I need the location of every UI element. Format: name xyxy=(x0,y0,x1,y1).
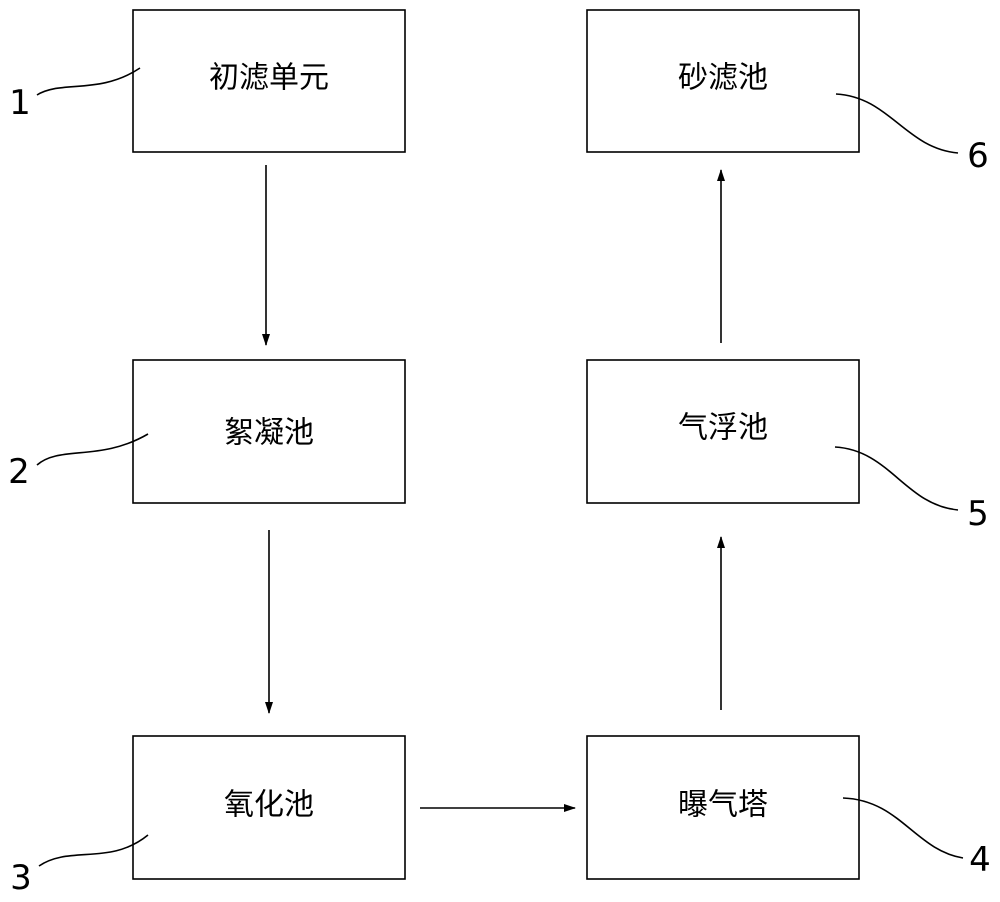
leader-line-6 xyxy=(835,93,959,154)
ref-number-5: 5 xyxy=(967,494,989,534)
ref-number-3: 3 xyxy=(10,858,32,898)
node-air-flotation-label: 气浮池 xyxy=(678,411,768,446)
node-flocculation-label: 絮凝池 xyxy=(224,416,314,451)
leader-line-3 xyxy=(38,834,149,867)
ref-number-4: 4 xyxy=(969,840,991,880)
node-sand-filter: 砂滤池 xyxy=(586,9,860,153)
ref-number-2: 2 xyxy=(8,452,30,492)
leader-line-5 xyxy=(834,446,959,511)
ref-number-1: 1 xyxy=(9,83,31,123)
leader-line-1 xyxy=(36,67,141,96)
node-oxidation-label: 氧化池 xyxy=(224,788,314,823)
node-initial-filter: 初滤单元 xyxy=(132,9,406,153)
leader-line-4 xyxy=(842,797,964,859)
node-air-flotation: 气浮池 xyxy=(586,359,860,504)
node-flocculation: 絮凝池 xyxy=(132,359,406,504)
node-oxidation: 氧化池 xyxy=(132,735,406,880)
ref-number-6: 6 xyxy=(967,136,989,176)
node-sand-filter-label: 砂滤池 xyxy=(678,61,768,96)
node-aeration-label: 曝气塔 xyxy=(678,788,768,823)
node-aeration: 曝气塔 xyxy=(586,735,860,880)
leader-line-2 xyxy=(36,433,149,466)
node-initial-filter-label: 初滤单元 xyxy=(209,61,329,96)
